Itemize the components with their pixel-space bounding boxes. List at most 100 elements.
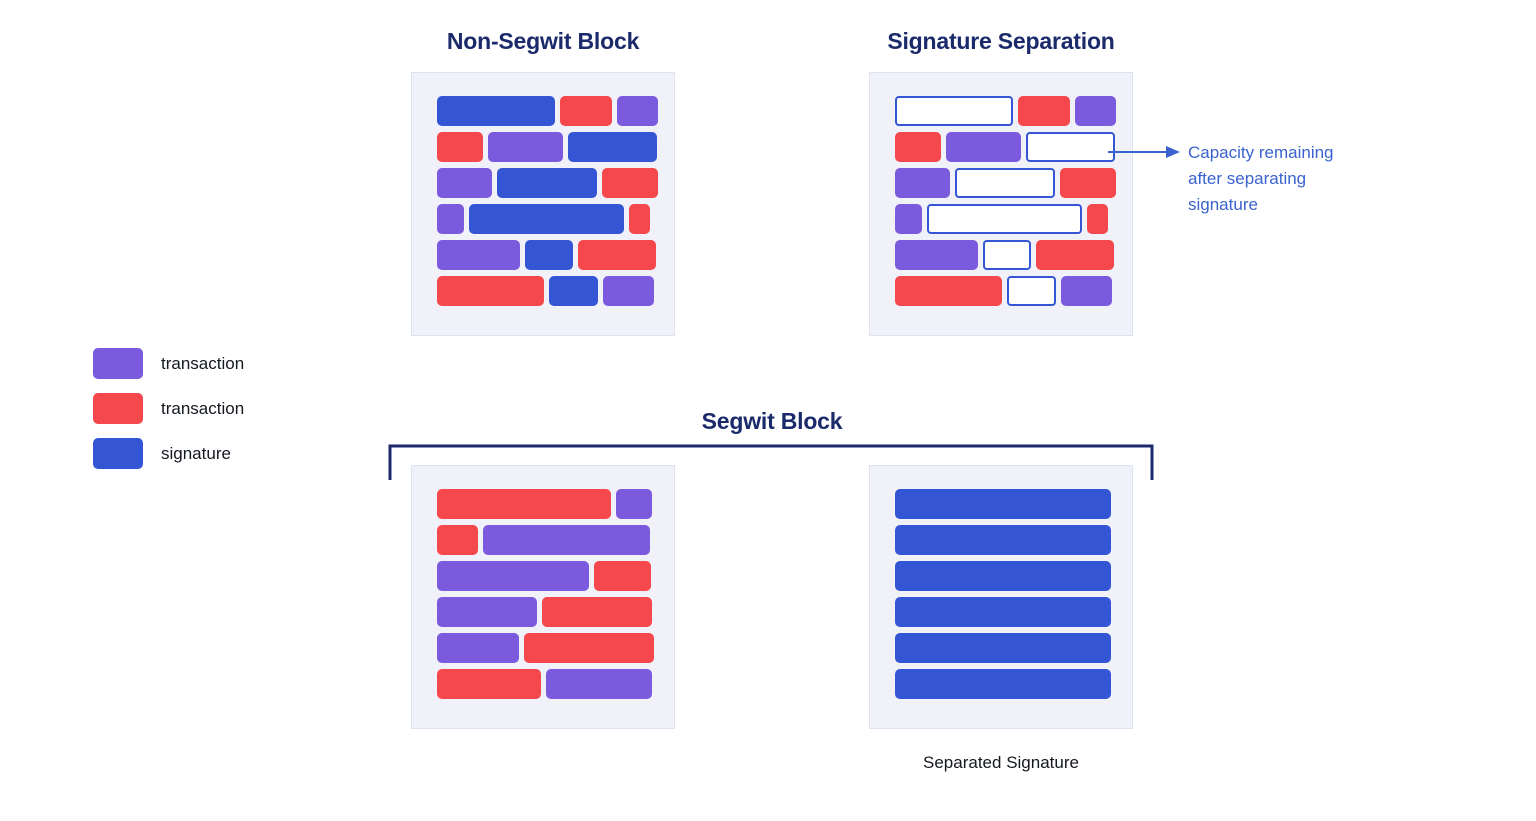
- block-cell-transaction-purple: [437, 561, 589, 591]
- block-cell-transaction-red: [560, 96, 612, 126]
- legend-item: transaction: [93, 393, 244, 424]
- segwit-block-title: Segwit Block: [701, 408, 843, 434]
- block-cell-signature: [895, 525, 1111, 555]
- block-cell-signature-empty: [955, 168, 1055, 198]
- block-row: [895, 669, 1111, 699]
- block-cell-transaction-purple: [1075, 96, 1116, 126]
- block-cell-transaction-red: [524, 633, 654, 663]
- blue-square-icon: [93, 438, 143, 469]
- block-row: [437, 276, 654, 306]
- block-cell-signature: [437, 96, 555, 126]
- block-cell-transaction-purple: [437, 633, 519, 663]
- segwit-rows: [412, 466, 674, 728]
- block-cell-transaction-purple: [895, 204, 922, 234]
- block-cell-transaction-purple: [895, 240, 978, 270]
- block-cell-transaction-red: [1036, 240, 1114, 270]
- callout-line-3: signature: [1188, 195, 1258, 214]
- block-cell-transaction-red: [895, 132, 941, 162]
- signature-separation-rows: [870, 73, 1132, 335]
- block-row: [895, 489, 1111, 519]
- block-row: [895, 525, 1111, 555]
- callout-line-1: Capacity remaining: [1188, 143, 1334, 162]
- block-row: [437, 561, 651, 591]
- block-row: [437, 168, 658, 198]
- block-row: [437, 669, 652, 699]
- block-cell-signature: [525, 240, 573, 270]
- block-row: [895, 168, 1116, 198]
- block-cell-signature-empty: [927, 204, 1082, 234]
- block-cell-signature-empty: [895, 96, 1013, 126]
- block-row: [437, 525, 650, 555]
- segwit-bracket: [388, 444, 1154, 480]
- legend-item-label: transaction: [161, 353, 245, 373]
- block-row: [895, 561, 1111, 591]
- callout-arrow-icon: [1108, 146, 1180, 158]
- block-cell-signature: [469, 204, 624, 234]
- block-cell-transaction-purple: [488, 132, 563, 162]
- block-cell-signature: [895, 669, 1111, 699]
- block-cell-transaction-red: [1018, 96, 1070, 126]
- block-cell-transaction-red: [602, 168, 658, 198]
- block-cell-transaction-purple: [437, 204, 464, 234]
- signature-separation-panel: [869, 72, 1133, 336]
- block-row: [437, 96, 658, 126]
- legend-item: signature: [93, 438, 244, 469]
- non-segwit-block-title: Non-Segwit Block: [446, 28, 640, 54]
- separated-signature-panel: [869, 465, 1133, 729]
- separated-signature-caption: Separated Signature: [923, 753, 1079, 772]
- legend: transaction transaction signature: [93, 348, 244, 483]
- block-cell-signature: [895, 561, 1111, 591]
- block-cell-transaction-red: [542, 597, 652, 627]
- block-cell-signature: [895, 489, 1111, 519]
- block-cell-transaction-red: [629, 204, 650, 234]
- block-cell-transaction-red: [895, 276, 1002, 306]
- legend-item-label: transaction: [161, 398, 245, 418]
- block-cell-transaction-red: [437, 669, 541, 699]
- block-row: [895, 597, 1111, 627]
- block-cell-transaction-purple: [603, 276, 654, 306]
- block-cell-transaction-purple: [437, 597, 537, 627]
- purple-square-icon: [93, 348, 143, 379]
- block-cell-transaction-red: [437, 489, 611, 519]
- block-cell-transaction-red: [1087, 204, 1108, 234]
- legend-item-label: signature: [161, 443, 231, 463]
- block-cell-signature: [895, 633, 1111, 663]
- callout-line-2: after separating: [1188, 169, 1307, 188]
- non-segwit-block-panel: [411, 72, 675, 336]
- block-cell-transaction-purple: [946, 132, 1021, 162]
- segwit-block-panel: [411, 465, 675, 729]
- block-cell-transaction-red: [1060, 168, 1116, 198]
- signature-separation-title: Signature Separation: [887, 28, 1115, 54]
- block-row: [895, 240, 1114, 270]
- block-row: [437, 204, 650, 234]
- block-cell-transaction-purple: [616, 489, 652, 519]
- block-cell-transaction-red: [578, 240, 656, 270]
- callout-text: Capacity remaining after separating sign…: [1188, 140, 1438, 218]
- block-cell-transaction-purple: [617, 96, 658, 126]
- block-cell-transaction-purple: [437, 168, 492, 198]
- block-row: [895, 204, 1108, 234]
- non-segwit-rows: [412, 73, 674, 335]
- block-row: [895, 276, 1112, 306]
- block-cell-transaction-purple: [437, 240, 520, 270]
- block-row: [437, 240, 656, 270]
- block-cell-signature: [568, 132, 657, 162]
- red-square-icon: [93, 393, 143, 424]
- separated-signature-rows: [870, 466, 1132, 728]
- block-row: [895, 132, 1115, 162]
- block-cell-transaction-purple: [546, 669, 652, 699]
- block-cell-signature: [549, 276, 598, 306]
- block-cell-transaction-purple: [1061, 276, 1112, 306]
- block-cell-transaction-purple: [483, 525, 650, 555]
- block-row: [895, 96, 1116, 126]
- legend-item: transaction: [93, 348, 244, 379]
- block-row: [437, 132, 657, 162]
- block-cell-transaction-red: [437, 276, 544, 306]
- block-row: [437, 489, 652, 519]
- block-cell-signature-empty: [1026, 132, 1115, 162]
- block-row: [895, 633, 1111, 663]
- block-cell-signature-empty: [983, 240, 1031, 270]
- block-cell-transaction-red: [437, 132, 483, 162]
- block-cell-transaction-red: [594, 561, 651, 591]
